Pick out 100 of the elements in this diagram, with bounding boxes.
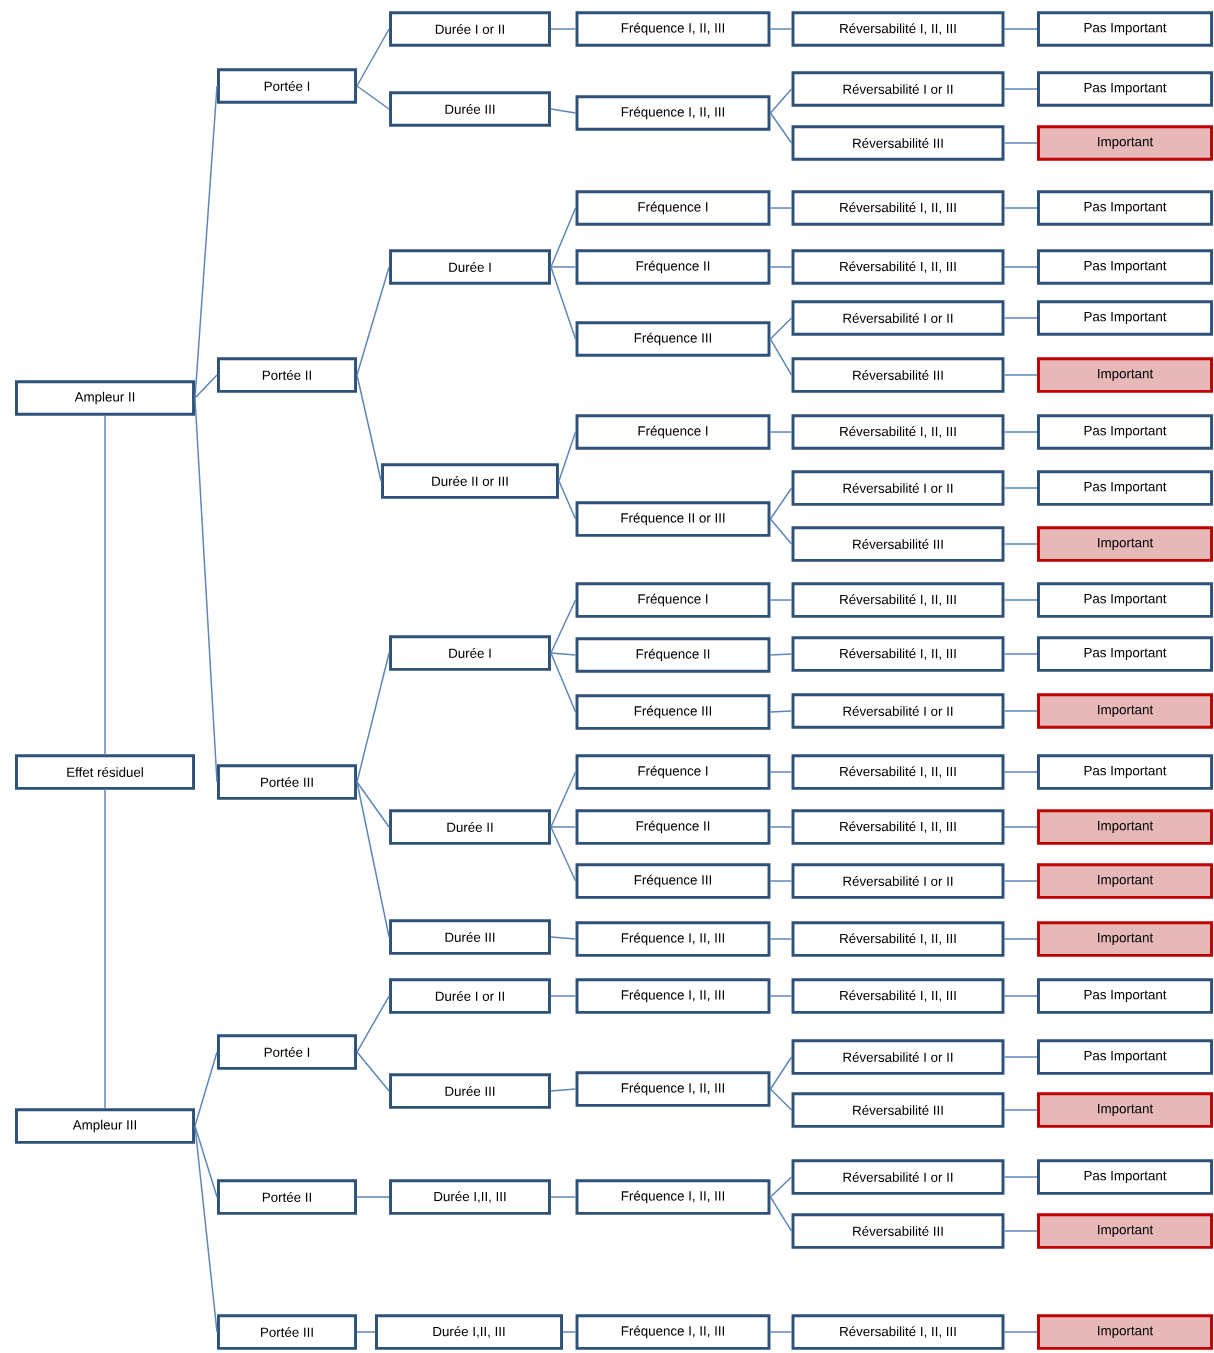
connector-line	[1003, 431, 1038, 433]
connector-line	[356, 781, 390, 828]
connector-line	[1003, 28, 1038, 30]
criterion-box: Pas Important	[1037, 754, 1213, 790]
connector-line	[550, 826, 577, 882]
connector-line	[356, 995, 390, 1053]
criterion-box: Pas Important	[1037, 1159, 1213, 1195]
criterion-box: Fréquence I	[575, 414, 771, 450]
connector-line	[769, 1196, 793, 1232]
connector-line	[769, 338, 793, 376]
connector-line	[356, 1331, 376, 1333]
connector-line	[194, 374, 218, 399]
criterion-box: Durée III	[389, 1073, 551, 1109]
connector-line	[1003, 771, 1038, 773]
connector-line	[356, 85, 390, 110]
criterion-box: Réversabilité III	[791, 357, 1005, 393]
outcome-box: Important	[1037, 357, 1213, 393]
criterion-box: Durée III	[389, 919, 551, 955]
criterion-box: Réversabilité I, II, III	[791, 921, 1005, 957]
connector-line	[1003, 317, 1038, 319]
connector-line	[1003, 142, 1038, 144]
connector-line	[1003, 995, 1038, 997]
criterion-box: Fréquence I, II, III	[575, 1179, 771, 1215]
connector-line	[1003, 207, 1038, 209]
criterion-box: Portée II	[217, 357, 357, 393]
connector-line	[194, 1051, 218, 1127]
outcome-box: Important	[1037, 921, 1213, 957]
connector-line	[769, 112, 793, 144]
criterion-box: Réversabilité III	[791, 1092, 1005, 1128]
criterion-box: Portée III	[217, 1314, 357, 1350]
criterion-box: Portée I	[217, 68, 357, 104]
criterion-box: Portée I	[217, 1034, 357, 1070]
criterion-box: Portée II	[217, 1179, 357, 1215]
criterion-box: Fréquence II	[575, 809, 771, 845]
connector-line	[769, 771, 793, 773]
criterion-box: Fréquence III	[575, 321, 771, 357]
connector-line	[1003, 599, 1038, 601]
connector-line	[558, 431, 577, 482]
criterion-box: Fréquence III	[575, 863, 771, 899]
connector-line	[769, 1056, 793, 1090]
criterion-box: Réversabilité I, II, III	[791, 582, 1005, 618]
connector-line	[550, 995, 577, 997]
connector-line	[1003, 710, 1038, 712]
connector-line	[1003, 1230, 1038, 1232]
criterion-box: Réversabilité I, II, III	[791, 636, 1005, 672]
connector-line	[356, 652, 390, 783]
criterion-box: Fréquence I, II, III	[575, 11, 771, 47]
connector-line	[769, 653, 793, 656]
criterion-box: Réversabilité I, II, III	[791, 754, 1005, 790]
connector-line	[550, 207, 577, 268]
outcome-box: Important	[1037, 1314, 1213, 1350]
connector-line	[769, 487, 793, 520]
criterion-box: Ampleur II	[15, 380, 195, 416]
criterion-box: Réversabilité I, II, III	[791, 1314, 1005, 1350]
connector-line	[769, 518, 793, 545]
criterion-box: Fréquence I, II, III	[575, 921, 771, 957]
criterion-box: Réversabilité I or II	[791, 470, 1005, 506]
connector-line	[1003, 880, 1038, 882]
criterion-box: Réversabilité I, II, III	[791, 190, 1005, 226]
connector-line	[769, 431, 793, 433]
connector-line	[550, 936, 577, 940]
criterion-box: Durée I or II	[389, 11, 551, 47]
criterion-box: Réversabilité I or II	[791, 693, 1005, 729]
criterion-box: Réversabilité I or II	[791, 71, 1005, 107]
connector-line	[769, 995, 793, 997]
outcome-box: Important	[1037, 693, 1213, 729]
outcome-box: Important	[1037, 526, 1213, 562]
criterion-box: Durée III	[389, 91, 551, 127]
criterion-box: Réversabilité I or II	[791, 1159, 1005, 1195]
connector-line	[550, 1088, 577, 1092]
connector-line	[550, 599, 577, 654]
criterion-box: Durée II or III	[381, 463, 559, 499]
criterion-box: Durée I	[389, 635, 551, 671]
connector-line	[356, 374, 382, 482]
connector-line	[356, 28, 390, 87]
criterion-box: Réversabilité III	[791, 125, 1005, 161]
connector-line	[550, 771, 577, 828]
criterion-box: Fréquence I	[575, 190, 771, 226]
criterion-box: Réversabilité I or II	[791, 1039, 1005, 1075]
criterion-box: Pas Important	[1037, 300, 1213, 336]
connector-line	[1003, 1331, 1038, 1333]
criterion-box: Réversabilité I or II	[791, 300, 1005, 336]
criterion-box: Fréquence I	[575, 582, 771, 618]
criterion-box: Fréquence I, II, III	[575, 1314, 771, 1350]
connector-line	[769, 880, 793, 882]
outcome-box: Important	[1037, 1092, 1213, 1128]
connector-line	[550, 826, 577, 828]
outcome-box: Important	[1037, 125, 1213, 161]
connector-line	[194, 397, 218, 783]
criterion-box: Fréquence I, II, III	[575, 1071, 771, 1107]
criterion-box: Pas Important	[1037, 249, 1213, 285]
criterion-box: Ampleur III	[15, 1108, 195, 1144]
criterion-box: Pas Important	[1037, 71, 1213, 107]
connector-line	[104, 415, 106, 755]
connector-line	[769, 317, 793, 340]
criterion-box: Durée I,II, III	[389, 1179, 551, 1215]
connector-line	[550, 266, 577, 340]
outcome-box: Important	[1037, 1213, 1213, 1249]
connector-line	[1003, 938, 1038, 940]
criterion-box: Fréquence I	[575, 754, 771, 790]
